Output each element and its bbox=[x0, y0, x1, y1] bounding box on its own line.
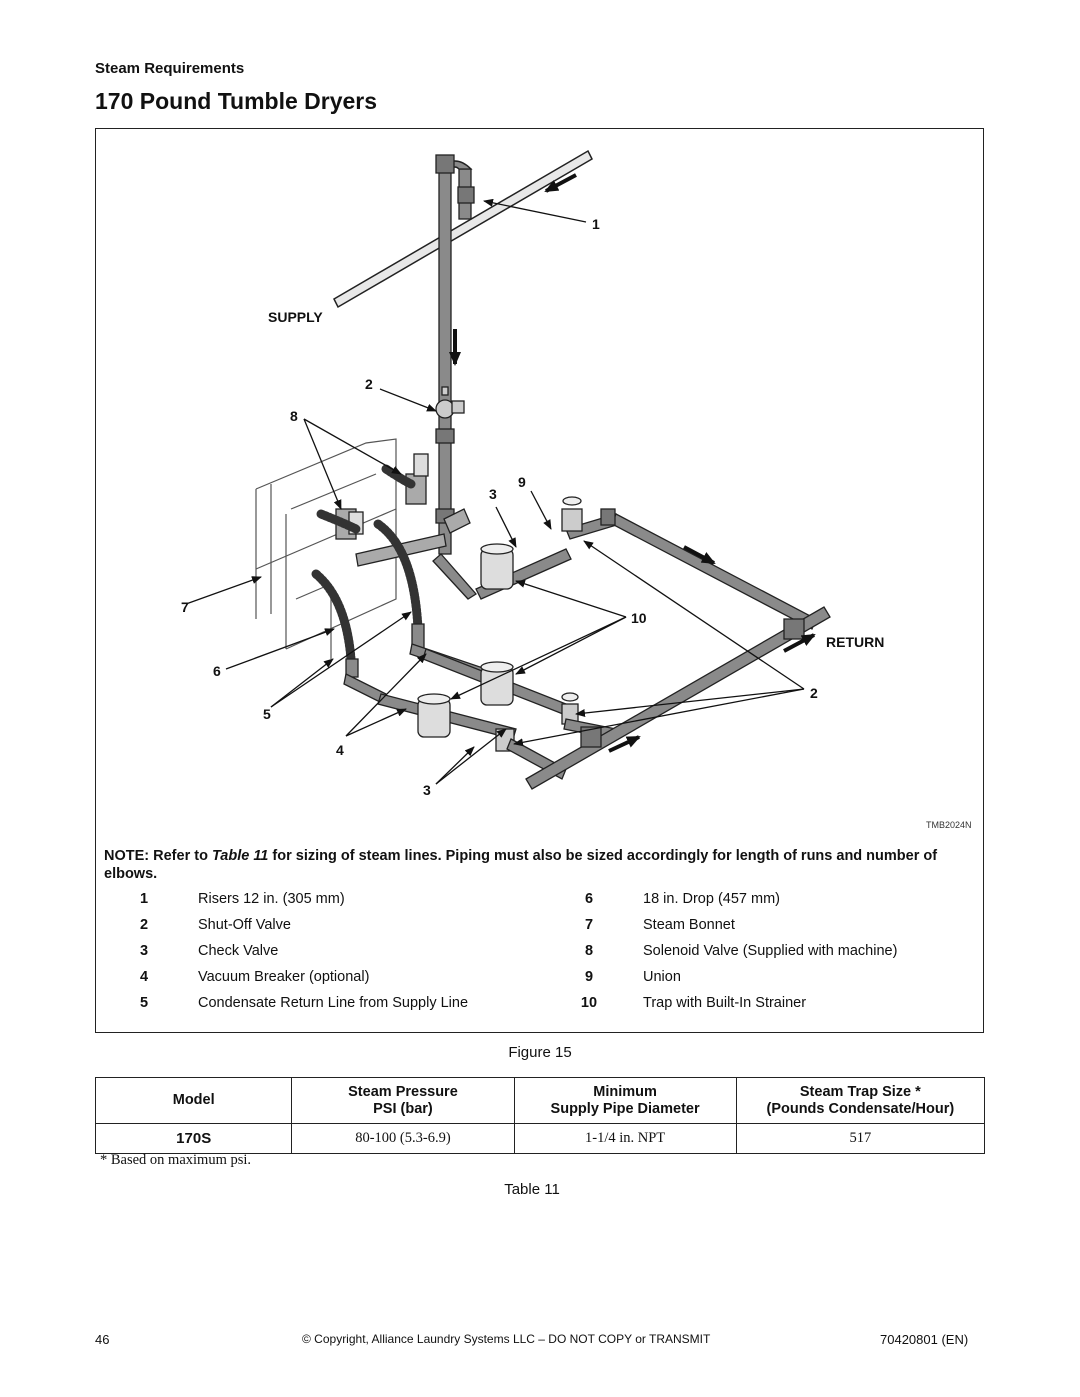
flex-hoses bbox=[311, 464, 423, 664]
table-footnote: * Based on maximum psi. bbox=[100, 1152, 252, 1168]
callout-1: 1 bbox=[592, 216, 600, 232]
callout-5: 5 bbox=[263, 706, 271, 722]
drawing-id: TMB2024N bbox=[926, 820, 972, 830]
callout-2-upper: 2 bbox=[365, 376, 373, 392]
riser-pipes bbox=[435, 154, 475, 555]
document-id: 70420801 (EN) bbox=[880, 1332, 969, 1347]
callout-4: 4 bbox=[336, 742, 344, 758]
callout-return: RETURN bbox=[826, 634, 884, 650]
flow-arrows bbox=[449, 173, 816, 753]
callout-6: 6 bbox=[213, 663, 221, 679]
callout-3-lower: 3 bbox=[423, 782, 431, 798]
callout-3-upper: 3 bbox=[489, 486, 497, 502]
figure-caption: Figure 15 bbox=[508, 1044, 572, 1061]
callout-9: 9 bbox=[518, 474, 526, 490]
callout-supply: SUPPLY bbox=[268, 309, 323, 325]
callout-8: 8 bbox=[290, 408, 298, 424]
table-row: 170S 80-100 (5.3-6.9) 1-1/4 in. NPT 517 bbox=[94, 1123, 986, 1154]
piping-diagram: 1 SUPPLY 2 8 3 9 7 10 RETURN 6 2 5 4 3 T… bbox=[181, 149, 972, 830]
lower-trap-assembly bbox=[377, 648, 617, 780]
callout-2-lower: 2 bbox=[810, 685, 818, 701]
cell-pipe: 1-1/4 in. NPT bbox=[513, 1123, 737, 1154]
upper-trap-assembly bbox=[432, 496, 817, 630]
page-title: 170 Pound Tumble Dryers bbox=[95, 88, 378, 114]
return-line bbox=[525, 606, 831, 790]
copyright-notice: © Copyright, Alliance Laundry Systems LL… bbox=[302, 1332, 711, 1346]
page-number: 46 bbox=[95, 1332, 110, 1347]
header-model: Model bbox=[94, 1077, 293, 1124]
leader-lines bbox=[185, 198, 805, 785]
cell-model: 170S bbox=[94, 1123, 293, 1154]
header-trap: Steam Trap Size *(Pounds Condensate/Hour… bbox=[735, 1077, 986, 1124]
cell-trap: 517 bbox=[735, 1123, 986, 1154]
figure-note: NOTE: Refer to Table 11 for sizing of st… bbox=[104, 848, 938, 882]
supply-header bbox=[333, 149, 593, 309]
cell-pressure: 80-100 (5.3-6.9) bbox=[291, 1123, 515, 1154]
table-caption: Table 11 bbox=[504, 1181, 560, 1198]
table-reference: Table 11 bbox=[211, 848, 269, 864]
callout-10: 10 bbox=[631, 610, 647, 626]
figure-box: 1 SUPPLY 2 8 3 9 7 10 RETURN 6 2 5 4 3 T… bbox=[95, 128, 984, 1033]
callout-7: 7 bbox=[181, 599, 189, 615]
section-label: Steam Requirements bbox=[95, 60, 245, 77]
